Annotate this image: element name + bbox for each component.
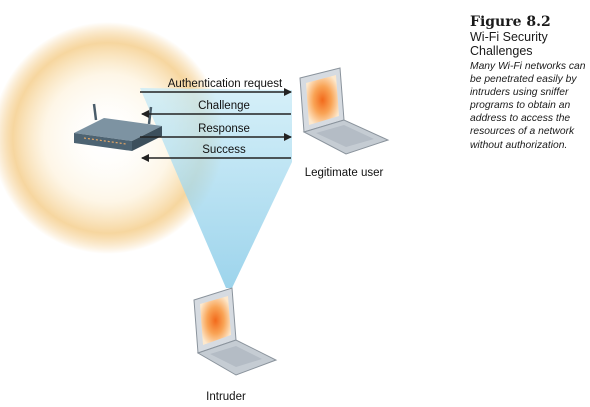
message-label-success: Success bbox=[202, 144, 246, 156]
message-label-response: Response bbox=[198, 123, 250, 135]
message-label-challenge: Challenge bbox=[198, 100, 250, 112]
intruder-laptop-icon bbox=[193, 287, 278, 376]
figure-caption: Figure 8.2 Wi-Fi Security Challenges Man… bbox=[470, 14, 588, 152]
intruder-label: Intruder bbox=[206, 391, 246, 403]
message-label-auth-request: Authentication request bbox=[168, 78, 283, 90]
legitimate-laptop-icon bbox=[299, 67, 390, 155]
figure-title: Wi-Fi Security Challenges bbox=[470, 30, 548, 58]
intercept-beam bbox=[140, 88, 292, 288]
router-icon bbox=[74, 103, 162, 151]
legitimate-user-label: Legitimate user bbox=[305, 167, 384, 179]
figure-number: Figure 8.2 bbox=[470, 14, 551, 30]
figure-description: Many Wi-Fi networks can be penetrated ea… bbox=[470, 61, 586, 151]
